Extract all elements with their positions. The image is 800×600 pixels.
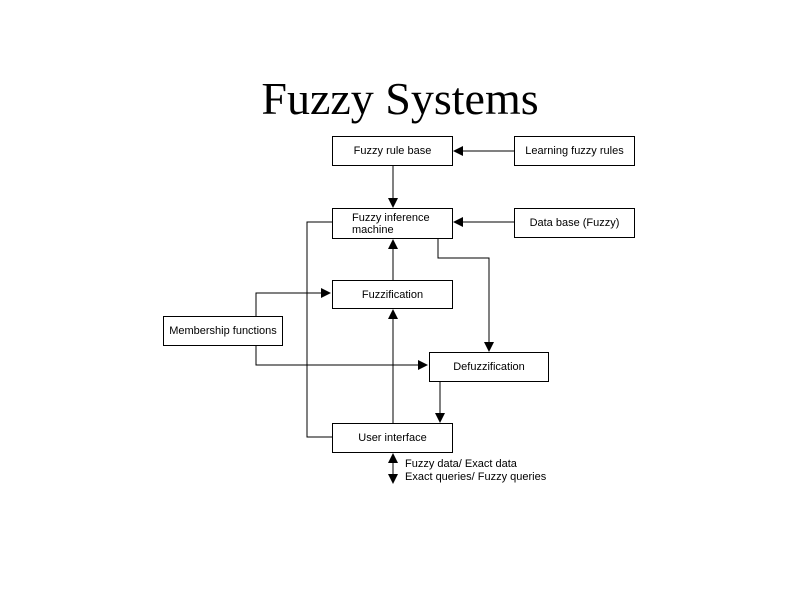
node-fuzzy-rule-base: Fuzzy rule base (332, 136, 453, 166)
node-data-base: Data base (Fuzzy) (514, 208, 635, 238)
node-label: User interface (358, 432, 427, 444)
node-label: Fuzzy inference machine (352, 211, 430, 236)
node-learning-fuzzy-rules: Learning fuzzy rules (514, 136, 635, 166)
node-fuzzy-inference-machine: Fuzzy inference machine (332, 208, 453, 239)
node-label: Membership functions (169, 325, 277, 337)
io-label-data: Fuzzy data/ Exact data (405, 458, 517, 470)
edge-userinterface-to-inference (306, 221, 332, 438)
edge-membership-to-defuzzification (255, 345, 428, 370)
node-label: Fuzzy rule base (353, 145, 432, 157)
node-label: Fuzzification (361, 288, 424, 301)
io-arrow-down-icon (388, 474, 398, 484)
io-arrow-up-icon (388, 453, 398, 463)
node-label: Data base (Fuzzy) (529, 217, 620, 229)
edge-membership-to-fuzzification (255, 288, 331, 316)
node-label: Learning fuzzy rules (525, 145, 624, 157)
node-fuzzification: Fuzzification (332, 280, 453, 309)
node-defuzzification: Defuzzification (429, 352, 549, 382)
node-membership-functions: Membership functions (163, 316, 283, 346)
io-label-queries: Exact queries/ Fuzzy queries (405, 471, 547, 483)
node-user-interface: User interface (332, 423, 453, 453)
diagram-title: Fuzzy Systems (261, 73, 539, 124)
node-label: Defuzzification (453, 361, 525, 373)
edge-inference-to-defuzzification (437, 238, 494, 352)
